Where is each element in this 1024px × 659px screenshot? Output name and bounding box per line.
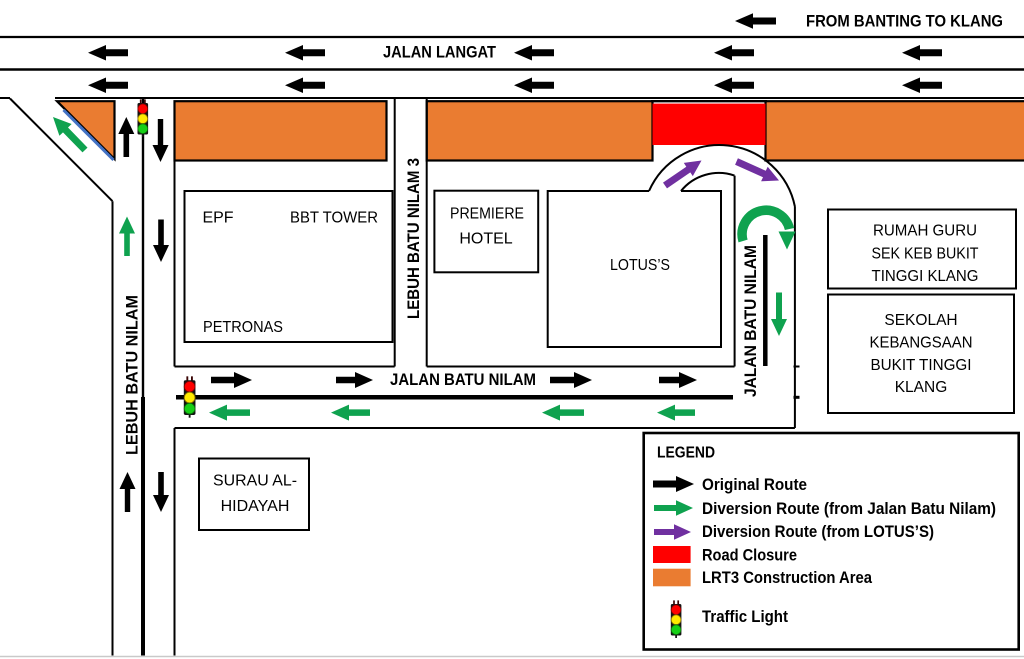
svg-text:BUKIT TINGGI: BUKIT TINGGI [871, 357, 972, 374]
svg-text:LEBUH BATU NILAM 3: LEBUH BATU NILAM 3 [405, 158, 423, 319]
svg-text:LRT3 Construction Area: LRT3 Construction Area [702, 569, 873, 587]
svg-text:SEK KEB BUKIT: SEK KEB BUKIT [872, 246, 979, 263]
svg-text:TINGGI KLANG: TINGGI KLANG [872, 268, 979, 285]
svg-text:RUMAH GURU: RUMAH GURU [873, 223, 977, 240]
svg-text:Traffic Light: Traffic Light [702, 608, 788, 626]
svg-text:PETRONAS: PETRONAS [203, 319, 283, 336]
svg-text:JALAN BATU NILAM: JALAN BATU NILAM [742, 245, 760, 397]
svg-text:LEBUH BATU NILAM: LEBUH BATU NILAM [124, 295, 142, 455]
svg-text:Diversion Route (from Jalan Ba: Diversion Route (from Jalan Batu Nilam) [702, 500, 996, 518]
svg-text:HOTEL: HOTEL [459, 231, 512, 248]
svg-text:Road Closure: Road Closure [702, 546, 797, 564]
svg-text:JALAN BATU NILAM: JALAN BATU NILAM [390, 371, 536, 389]
svg-text:Original Route: Original Route [702, 476, 807, 494]
svg-text:EPF: EPF [202, 210, 233, 227]
svg-text:KEBANGSAAN: KEBANGSAAN [870, 335, 973, 352]
svg-text:JALAN LANGAT: JALAN LANGAT [383, 43, 497, 62]
svg-text:HIDAYAH: HIDAYAH [221, 498, 290, 515]
svg-text:PREMIERE: PREMIERE [450, 206, 524, 223]
svg-text:SURAU AL-: SURAU AL- [213, 473, 297, 490]
svg-text:LEGEND: LEGEND [657, 445, 715, 462]
svg-text:BBT TOWER: BBT TOWER [290, 210, 378, 227]
svg-text:LOTUS’S: LOTUS’S [610, 257, 670, 274]
svg-text:FROM BANTING TO KLANG: FROM BANTING TO KLANG [806, 12, 1003, 31]
svg-text:KLANG: KLANG [895, 379, 948, 396]
svg-text:SEKOLAH: SEKOLAH [884, 312, 957, 329]
svg-text:Diversion Route (from LOTUS’S): Diversion Route (from LOTUS’S) [702, 523, 934, 541]
